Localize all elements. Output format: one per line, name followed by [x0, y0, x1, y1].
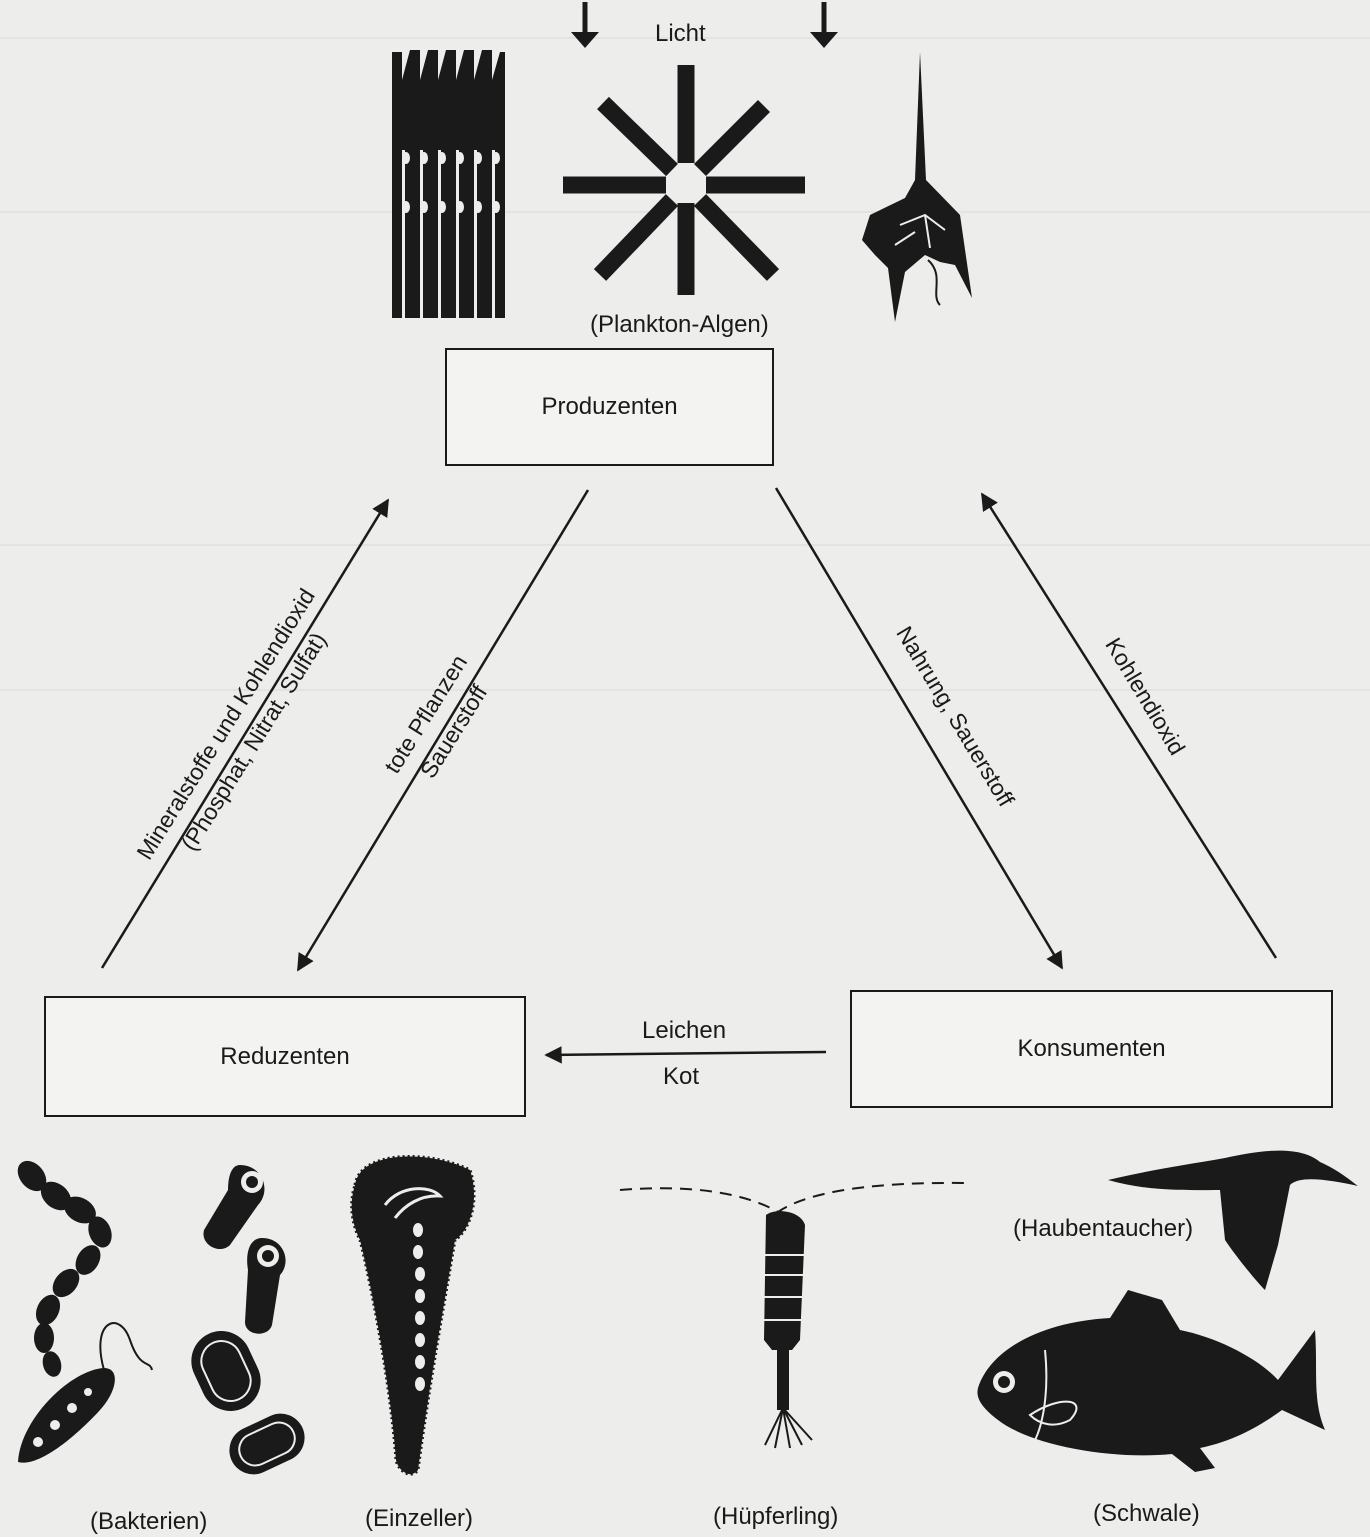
consumers-box: Konsumenten	[850, 990, 1333, 1108]
arrows	[102, 488, 1276, 1055]
light-label: Licht	[655, 20, 706, 48]
arrow-carbon-dioxide	[982, 494, 1276, 958]
feces-label: Kot	[663, 1063, 699, 1091]
fish-icon	[977, 1290, 1325, 1472]
arrow-corpses	[546, 1052, 826, 1055]
corpses-label: Leichen	[642, 1017, 726, 1045]
bacteria-icon	[12, 1155, 152, 1462]
reducers-label: Reduzenten	[220, 1043, 349, 1071]
producers-box: Produzenten	[445, 348, 774, 466]
plankton-label: (Plankton-Algen)	[590, 311, 769, 339]
reducers-box: Reduzenten	[44, 996, 526, 1117]
protozoa-icon	[352, 1156, 474, 1474]
consumers-label: Konsumenten	[1017, 1035, 1165, 1063]
protozoa-label: (Einzeller)	[365, 1505, 473, 1533]
copepod-icon	[620, 1183, 965, 1448]
bacteria-label: (Bakterien)	[90, 1508, 207, 1536]
schools-label: (Schwale)	[1093, 1500, 1200, 1528]
diatom-chain-icon	[392, 50, 505, 318]
dinoflagellate-icon	[862, 52, 972, 322]
star-diatom-icon	[563, 65, 805, 295]
grebe-label: (Haubentaucher)	[1013, 1215, 1193, 1243]
producers-label: Produzenten	[541, 393, 677, 421]
copepod-label: (Hüpferling)	[713, 1503, 838, 1531]
arrow-food-oxygen	[776, 488, 1062, 968]
rod-bacteria-icon	[181, 1165, 312, 1482]
